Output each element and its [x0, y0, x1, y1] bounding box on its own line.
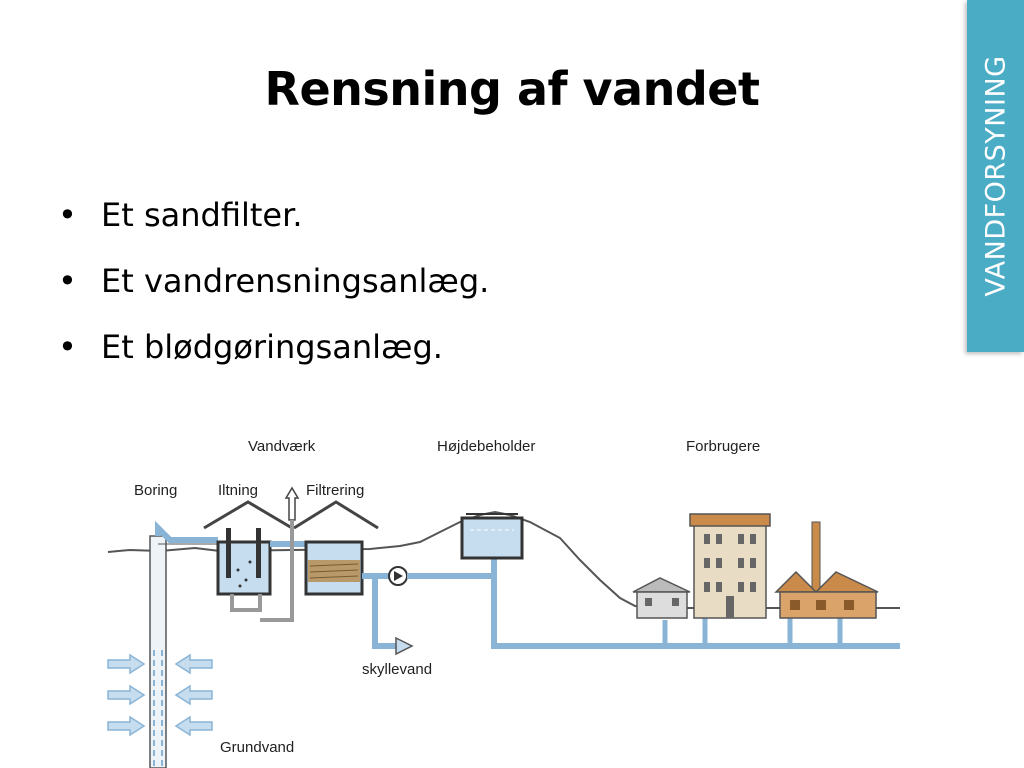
filter-tank	[304, 540, 364, 596]
bullet-list: •Et sandfilter. •Et vandrensningsanlæg. …	[58, 190, 489, 388]
label-vandvaerk: Vandværk	[248, 438, 316, 455]
main-pipe	[407, 573, 900, 649]
apartment-building-icon	[689, 513, 771, 619]
bullet-item: • Et blødgøringsanlæg.	[58, 322, 489, 388]
vent-pipe	[260, 520, 294, 622]
bullet-item: • Et sandfilter.	[58, 190, 489, 256]
label-hojdebeholder: Højdebeholder	[437, 438, 535, 455]
elevated-tank	[460, 513, 524, 560]
slide-title: Rensning af vandet	[264, 62, 760, 116]
raw-water-pipe	[155, 520, 218, 543]
factory-icon	[774, 521, 879, 619]
label-forbrugere: Forbrugere	[686, 438, 760, 455]
groundwater-arrows	[107, 653, 213, 737]
bullet-dot: •	[58, 328, 77, 366]
label-grundvand: Grundvand	[220, 739, 294, 756]
house-icon	[632, 577, 691, 619]
aeration-tank	[216, 528, 272, 596]
transfer-pipe	[230, 594, 262, 612]
side-tab: VANDFORSYNING	[967, 0, 1024, 352]
label-iltning: Iltning	[218, 482, 258, 499]
well-pipe	[149, 535, 167, 768]
bullet-text: Et sandfilter.	[101, 196, 303, 234]
bullet-dot: •	[58, 196, 77, 234]
bullet-text: Et vandrensningsanlæg.	[101, 262, 490, 300]
label-boring: Boring	[134, 482, 177, 499]
bullet-text: Et blødgøringsanlæg.	[101, 328, 443, 366]
label-skyllevand: skyllevand	[362, 661, 432, 678]
roof-right	[293, 500, 379, 530]
bullet-dot: •	[58, 262, 77, 300]
label-filtrering: Filtrering	[306, 482, 364, 499]
roof-left	[203, 500, 293, 530]
vent-arrow	[284, 486, 300, 521]
water-supply-diagram: Vandværk Højdebeholder Forbrugere Boring…	[107, 438, 900, 768]
bullet-item: • Et vandrensningsanlæg.	[58, 256, 489, 322]
backwash-pipe	[372, 576, 396, 649]
